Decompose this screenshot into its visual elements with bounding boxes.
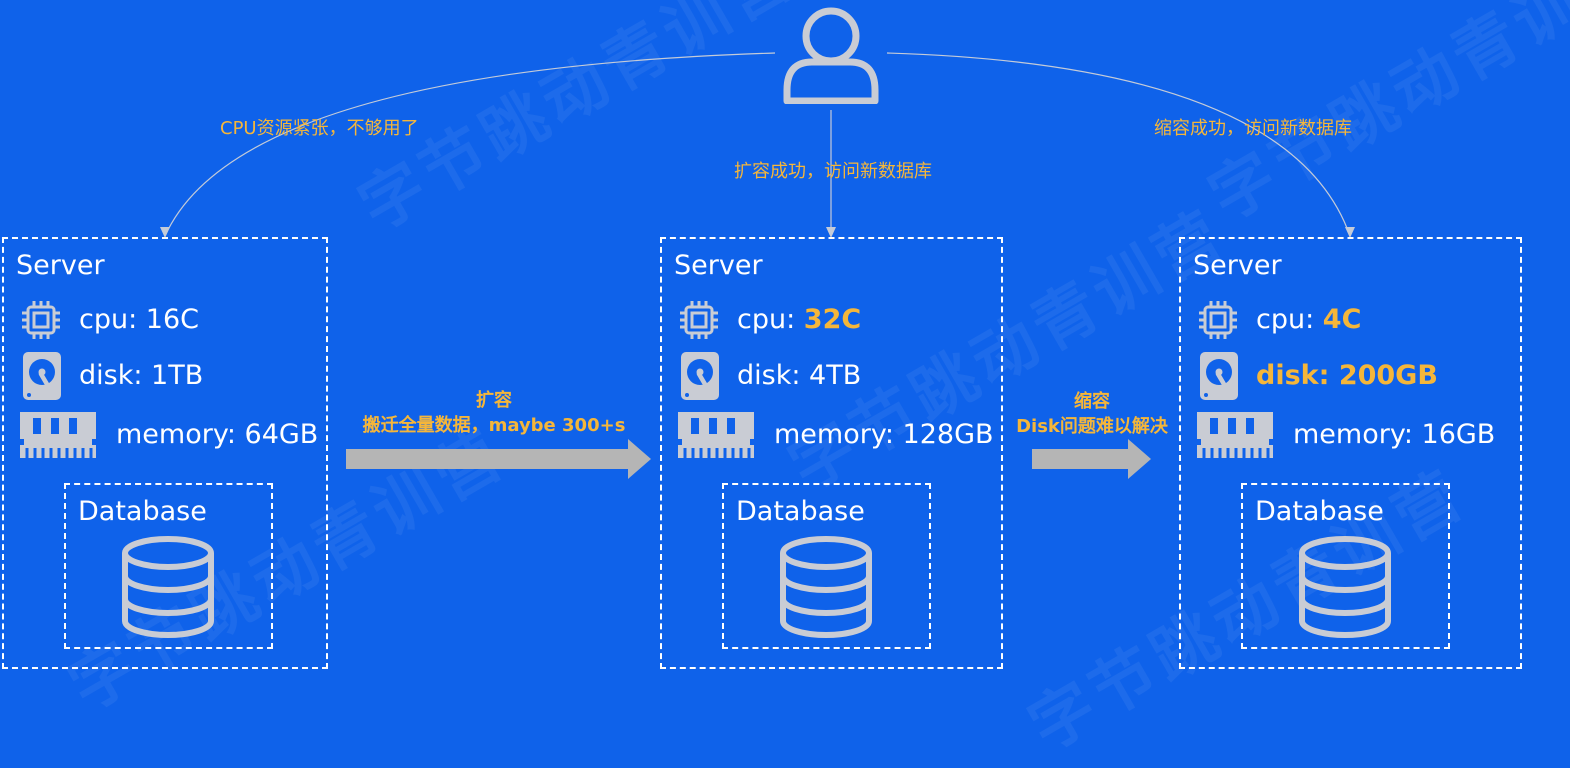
disk-text: disk: 1TB: [79, 359, 203, 393]
cpu-icon: [22, 301, 60, 339]
database-box: Database: [722, 483, 931, 649]
disk-spec: disk: 4TB: [679, 351, 861, 401]
disk-text: disk: 200GB: [1256, 359, 1438, 393]
scale-down-arrow: [1032, 439, 1151, 479]
memory-value: 16GB: [1421, 419, 1496, 450]
cpu-spec: cpu: 4C: [1197, 299, 1361, 341]
user-icon: [783, 7, 879, 104]
memory-value: 64GB: [244, 419, 319, 450]
memory-label: memory:: [116, 419, 245, 450]
hard-disk-icon: [23, 352, 61, 400]
scale-down-title: 缩容: [1074, 391, 1110, 412]
scale-up-note: 搬迁全量数据，maybe 300+s: [362, 415, 626, 436]
scale-up-arrow: [346, 439, 651, 479]
server-box-3: Server cpu: 4C disk: 200GB: [1179, 237, 1522, 669]
database-box: Database: [64, 483, 273, 649]
disk-label: disk:: [737, 360, 810, 391]
cpu-label: cpu:: [1256, 304, 1323, 335]
arrowhead-middle: [826, 227, 836, 238]
cpu-icon: [1199, 301, 1237, 339]
cpu-value: 16C: [145, 304, 199, 335]
memory-icon: [20, 412, 96, 458]
database-box: Database: [1241, 483, 1450, 649]
database-title: Database: [78, 496, 207, 527]
server-title: Server: [1193, 250, 1282, 281]
disk-spec: disk: 200GB: [1198, 351, 1438, 401]
server-title: Server: [16, 250, 105, 281]
disk-label: disk:: [79, 360, 152, 391]
connector-lines: [160, 52, 1355, 238]
edge-label-left: CPU资源紧张，不够用了: [220, 118, 419, 139]
disk-value: 4TB: [809, 360, 862, 391]
connector-left: [164, 52, 776, 237]
server-box-1: Server cpu: 16C disk: 1TB: [2, 237, 328, 669]
cpu-icon: [680, 301, 718, 339]
scale-up-title: 扩容: [476, 390, 512, 411]
memory-label: memory:: [1293, 419, 1422, 450]
cpu-text: cpu: 32C: [737, 303, 861, 337]
database-icon: [1299, 536, 1391, 638]
cpu-spec: cpu: 32C: [678, 299, 861, 341]
edge-label-right: 缩容成功，访问新数据库: [1154, 118, 1352, 139]
hard-disk-icon: [1200, 352, 1238, 400]
memory-text: memory: 128GB: [774, 418, 994, 452]
database-icon: [780, 536, 872, 638]
database-icon: [122, 536, 214, 638]
disk-label: disk:: [1256, 360, 1339, 391]
cpu-value: 32C: [803, 304, 862, 335]
server-title: Server: [674, 250, 763, 281]
memory-spec: memory: 128GB: [677, 411, 994, 459]
memory-icon: [678, 412, 754, 458]
memory-label: memory:: [774, 419, 903, 450]
database-title: Database: [736, 496, 865, 527]
cpu-text: cpu: 16C: [79, 303, 199, 337]
arrowhead-right: [1345, 227, 1355, 238]
connector-right: [886, 52, 1351, 237]
memory-spec: memory: 16GB: [1196, 411, 1495, 459]
disk-value: 200GB: [1338, 360, 1438, 391]
memory-spec: memory: 64GB: [19, 411, 318, 459]
disk-value: 1TB: [151, 360, 204, 391]
cpu-label: cpu:: [737, 304, 804, 335]
memory-text: memory: 64GB: [116, 418, 318, 452]
disk-text: disk: 4TB: [737, 359, 861, 393]
database-title: Database: [1255, 496, 1384, 527]
cpu-label: cpu:: [79, 304, 146, 335]
memory-value: 128GB: [902, 419, 994, 450]
cpu-text: cpu: 4C: [1256, 303, 1361, 337]
arrowhead-left: [160, 227, 170, 238]
memory-text: memory: 16GB: [1293, 418, 1495, 452]
scale-up-label: 扩容 搬迁全量数据，maybe 300+s: [350, 388, 638, 438]
memory-icon: [1197, 412, 1273, 458]
cpu-spec: cpu: 16C: [20, 299, 199, 341]
cpu-value: 4C: [1322, 304, 1362, 335]
hard-disk-icon: [681, 352, 719, 400]
server-box-2: Server cpu: 32C disk: 4TB: [660, 237, 1003, 669]
disk-spec: disk: 1TB: [21, 351, 203, 401]
edge-label-middle: 扩容成功，访问新数据库: [734, 161, 932, 182]
scale-down-label: 缩容 Disk问题难以解决: [1006, 389, 1178, 439]
scale-down-note: Disk问题难以解决: [1016, 416, 1168, 437]
